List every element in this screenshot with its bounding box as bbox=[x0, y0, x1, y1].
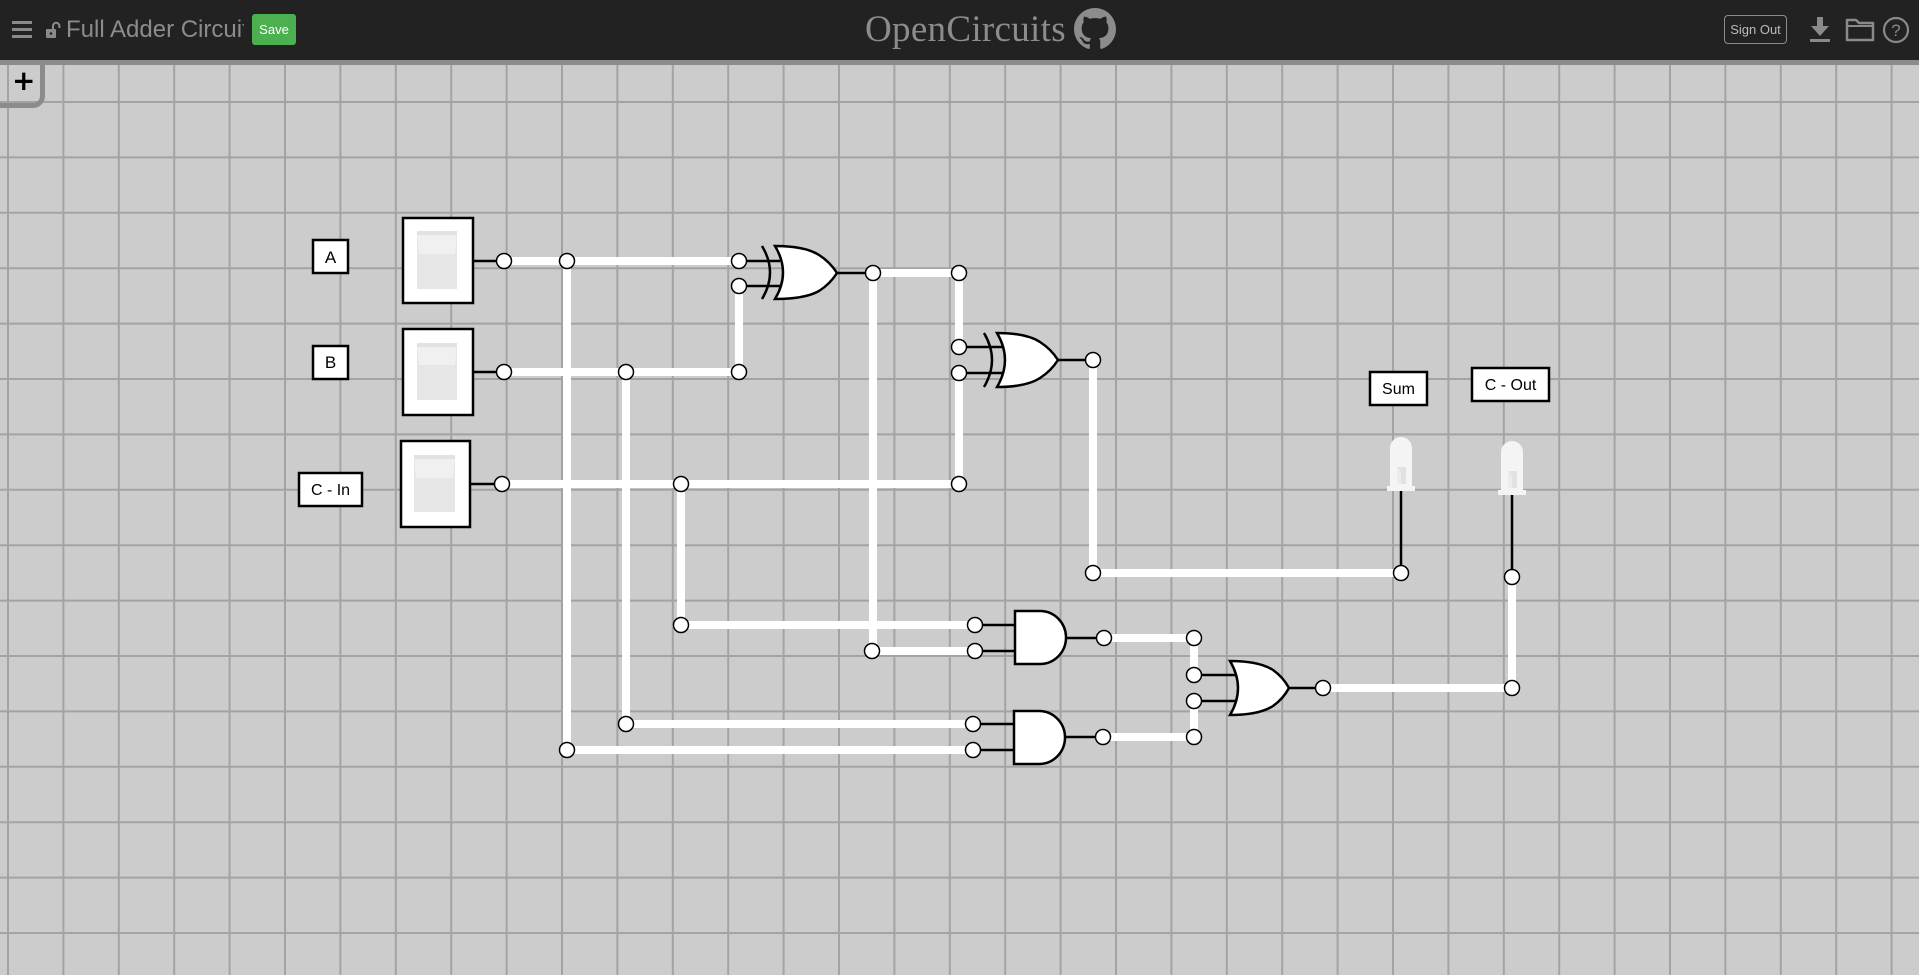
port-node[interactable] bbox=[1084, 351, 1102, 369]
port-node[interactable] bbox=[558, 741, 576, 759]
label-b-text: B bbox=[325, 353, 336, 372]
grid bbox=[0, 65, 1919, 975]
nodes bbox=[493, 252, 1521, 759]
wire-xor2-to-sum[interactable] bbox=[1089, 360, 1401, 577]
save-button[interactable]: Save bbox=[252, 14, 296, 45]
port-node[interactable] bbox=[672, 475, 690, 493]
label-sum[interactable]: Sum bbox=[1368, 370, 1429, 407]
port-node[interactable] bbox=[495, 363, 513, 381]
port-node[interactable] bbox=[1094, 728, 1112, 746]
label-a[interactable]: A bbox=[311, 238, 350, 275]
port-node[interactable] bbox=[950, 475, 968, 493]
xor-gate-2[interactable] bbox=[982, 331, 1060, 389]
label-cout-text: C - Out bbox=[1485, 377, 1537, 394]
label-cout[interactable]: C - Out bbox=[1470, 366, 1551, 403]
plus-icon: + bbox=[12, 64, 36, 97]
led-cout[interactable] bbox=[1498, 441, 1526, 495]
port-node[interactable] bbox=[493, 475, 511, 493]
project-name-input[interactable] bbox=[66, 12, 244, 48]
wire-cin-drop[interactable] bbox=[677, 484, 975, 629]
wire-or-to-cout[interactable] bbox=[1323, 577, 1516, 692]
port-node[interactable] bbox=[863, 642, 881, 660]
label-cin[interactable]: C - In bbox=[297, 471, 364, 508]
port-node[interactable] bbox=[964, 715, 982, 733]
github-icon[interactable] bbox=[1073, 8, 1116, 50]
port-node[interactable] bbox=[672, 616, 690, 634]
port-node[interactable] bbox=[558, 252, 576, 270]
port-node[interactable] bbox=[950, 338, 968, 356]
port-node[interactable] bbox=[1503, 679, 1521, 697]
port-node[interactable] bbox=[617, 363, 635, 381]
port-node[interactable] bbox=[1314, 679, 1332, 697]
port-node[interactable] bbox=[864, 264, 882, 282]
add-component-button[interactable]: + bbox=[0, 63, 45, 108]
port-node[interactable] bbox=[1185, 629, 1203, 647]
circuit-canvas[interactable]: A B C - In Sum C - Out bbox=[0, 65, 1919, 975]
port-node[interactable] bbox=[966, 616, 984, 634]
port-node[interactable] bbox=[1095, 629, 1113, 647]
sign-out-button[interactable]: Sign Out bbox=[1724, 15, 1787, 44]
switch-a[interactable] bbox=[401, 216, 475, 305]
logo-text: OpenCircuits bbox=[865, 8, 1066, 50]
wire-b-to-xor1[interactable] bbox=[504, 286, 743, 376]
port-node[interactable] bbox=[1084, 564, 1102, 582]
download-icon[interactable] bbox=[1809, 15, 1831, 43]
port-node[interactable] bbox=[964, 741, 982, 759]
port-node[interactable] bbox=[730, 277, 748, 295]
xor-gate-1[interactable] bbox=[760, 244, 839, 301]
label-cin-text: C - In bbox=[311, 482, 350, 499]
port-node[interactable] bbox=[1185, 692, 1203, 710]
port-node[interactable] bbox=[1185, 666, 1203, 684]
port-node[interactable] bbox=[1185, 728, 1203, 746]
led-sum[interactable] bbox=[1387, 437, 1415, 491]
top-navbar: Save OpenCircuits Sign Out ? bbox=[0, 0, 1919, 60]
switch-b[interactable] bbox=[401, 327, 475, 417]
or-gate[interactable] bbox=[1227, 659, 1291, 717]
port-node[interactable] bbox=[730, 252, 748, 270]
label-a-text: A bbox=[325, 248, 337, 267]
port-node[interactable] bbox=[1392, 564, 1410, 582]
port-node[interactable] bbox=[1503, 568, 1521, 586]
and-gate-2[interactable] bbox=[1012, 709, 1067, 766]
label-sum-text: Sum bbox=[1382, 381, 1415, 398]
opencircuits-logo: OpenCircuits bbox=[865, 7, 1116, 51]
open-folder-icon[interactable] bbox=[1845, 15, 1875, 43]
unlocked-padlock-icon[interactable] bbox=[45, 21, 61, 39]
port-node[interactable] bbox=[950, 264, 968, 282]
svg-text:?: ? bbox=[1891, 21, 1900, 40]
port-node[interactable] bbox=[495, 252, 513, 270]
switch-cin[interactable] bbox=[399, 439, 472, 529]
label-b[interactable]: B bbox=[311, 344, 350, 381]
header-divider bbox=[0, 60, 1919, 65]
help-icon[interactable]: ? bbox=[1882, 16, 1910, 44]
hamburger-menu-icon[interactable] bbox=[12, 21, 32, 38]
port-node[interactable] bbox=[966, 642, 984, 660]
and-gate-1[interactable] bbox=[1013, 609, 1068, 666]
wire-xor1-to-xor2[interactable] bbox=[873, 269, 963, 347]
port-node[interactable] bbox=[617, 715, 635, 733]
port-node[interactable] bbox=[950, 364, 968, 382]
port-node[interactable] bbox=[730, 363, 748, 381]
